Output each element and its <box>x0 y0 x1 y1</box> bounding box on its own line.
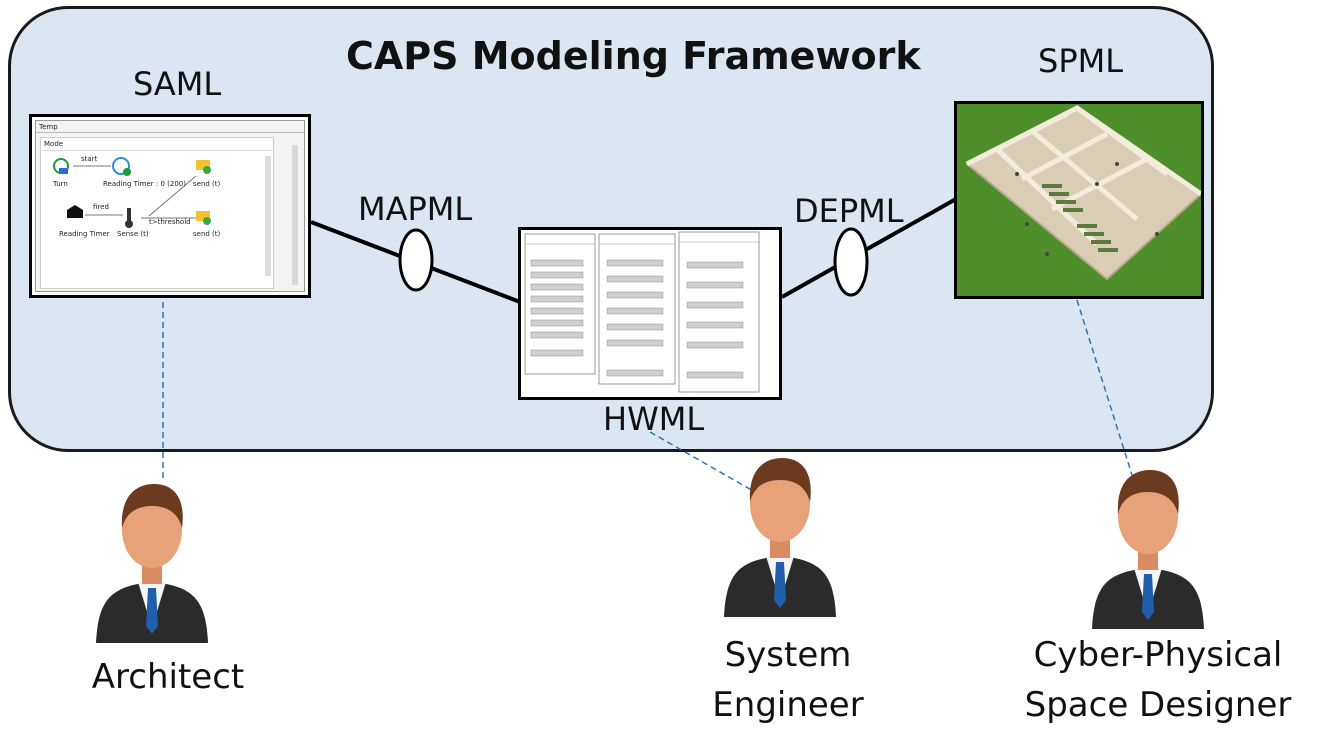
spml-floorplan-graphics <box>957 104 1201 296</box>
saml-node-send-2: send (t) <box>193 230 221 238</box>
spml-label: SPML <box>1038 42 1124 80</box>
designer-label-line2: Space Designer <box>1024 685 1292 725</box>
saml-mode-label: Mode <box>44 140 64 148</box>
envelope-icon <box>196 160 210 170</box>
saml-window-title: Temp <box>39 123 58 131</box>
hwml-label: HWML <box>603 400 705 438</box>
system-engineer-person-icon <box>724 458 836 617</box>
designer-label-line1: Cyber-Physical <box>1033 635 1283 675</box>
hwml-screenshot <box>518 227 782 400</box>
designer-link <box>1076 299 1133 476</box>
designer-person-icon <box>1092 470 1204 629</box>
saml-node-fired: fired <box>93 203 109 211</box>
saml-label: SAML <box>133 65 222 103</box>
hwml-miniature-graphics <box>524 231 760 393</box>
saml-node-reading-timer: Reading Timer <box>59 230 110 238</box>
thermometer-icon <box>127 208 131 222</box>
depml-label: DEPML <box>794 192 904 230</box>
system-engineer-label-line1: System <box>724 635 852 675</box>
saml-diagram-graphics <box>53 156 271 276</box>
saml-node-reading-timer-value: Reading Timer : 0 (200) <box>103 180 186 188</box>
spml-floorplan-render <box>954 101 1204 299</box>
envelope-icon-2 <box>196 211 210 221</box>
depml-connector <box>781 197 957 299</box>
mapml-ellipse <box>398 228 434 292</box>
saml-scrollbar <box>292 145 298 285</box>
diagram-title: CAPS Modeling Framework <box>346 34 921 78</box>
architect-label: Architect <box>91 657 245 697</box>
saml-screenshot: Temp Mode sta <box>29 114 311 298</box>
saml-node-turn: Turn <box>53 180 68 188</box>
saml-node-start: start <box>81 155 98 163</box>
system-engineer-link <box>649 431 756 493</box>
system-engineer-label-line2: Engineer <box>712 685 864 725</box>
saml-node-threshold: t>threshold <box>149 218 191 226</box>
saml-mode-box: Mode start Turn R <box>40 137 274 289</box>
architect-person-icon <box>96 484 208 643</box>
saml-node-sense: Sense (t) <box>117 230 149 238</box>
mapml-label: MAPML <box>358 190 473 228</box>
saml-node-send-1: send (t) <box>193 180 221 188</box>
depml-ellipse <box>833 227 869 297</box>
reading-timer-icon <box>67 205 83 218</box>
